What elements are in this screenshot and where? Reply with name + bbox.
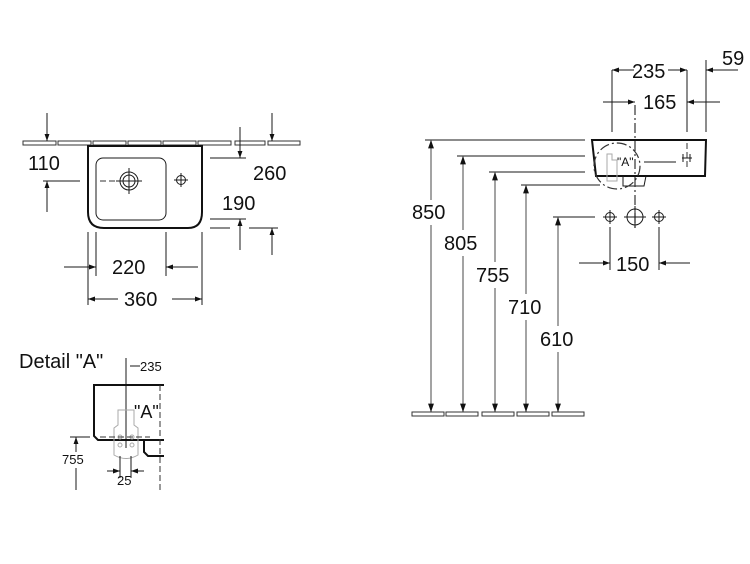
tap-hole-icon — [174, 173, 188, 187]
dim-110: 110 — [28, 153, 60, 175]
floor-strip — [411, 411, 585, 417]
dim-850: 850 — [412, 202, 445, 224]
dim-260: 260 — [253, 163, 286, 185]
dim-805: 805 — [444, 233, 477, 255]
detail-dim-755: 755 — [62, 452, 84, 467]
top-view: 110 260 190 220 360 — [22, 113, 301, 311]
detail-a-circle — [593, 142, 641, 190]
dim-59: 59 — [722, 48, 744, 70]
dim-710: 710 — [508, 297, 541, 319]
tap-icon — [682, 143, 692, 170]
drain-icon — [116, 168, 142, 194]
basin-bowl — [95, 157, 167, 221]
detail-basin-outline — [93, 384, 164, 441]
detail-marker-a: "A" — [134, 402, 159, 422]
detail-dim-25: 25 — [117, 473, 131, 488]
marker-a: "A" — [617, 155, 634, 169]
basin-outline — [87, 145, 203, 229]
side-view: "A" 235 59 165 — [411, 48, 744, 417]
dim-150: 150 — [616, 254, 649, 276]
dim-755: 755 — [476, 265, 509, 287]
wall-strip — [22, 140, 301, 146]
detail-a-view: Detail "A" 235 "A" 755 25 — [19, 351, 164, 490]
detail-dim-235: 235 — [140, 359, 162, 374]
dim-220: 220 — [112, 257, 145, 279]
dim-360: 360 — [124, 289, 157, 311]
wall-connection-icons — [603, 206, 666, 228]
dim-610: 610 — [540, 329, 573, 351]
detail-title: Detail "A" — [19, 351, 103, 373]
dim-235: 235 — [632, 61, 665, 83]
dim-165: 165 — [643, 92, 676, 114]
dim-190: 190 — [222, 193, 255, 215]
